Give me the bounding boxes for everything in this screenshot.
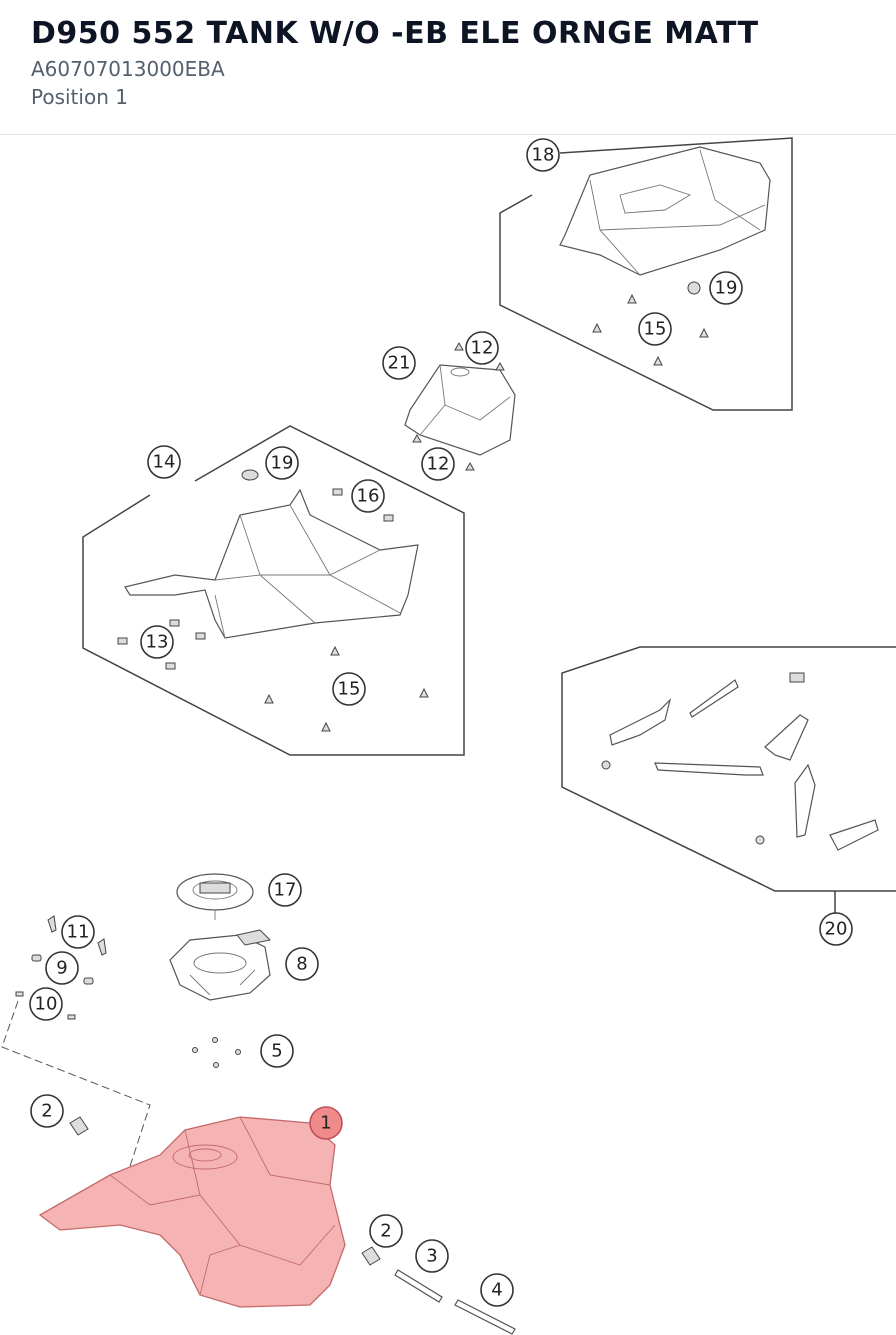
callout-19-top[interactable]: 19: [709, 271, 743, 305]
callout-3[interactable]: 3: [415, 1239, 449, 1273]
svg-text:16: 16: [357, 486, 380, 507]
callout-17[interactable]: 17: [268, 873, 302, 907]
callout-2-left[interactable]: 2: [30, 1094, 64, 1128]
svg-text:15: 15: [338, 679, 361, 700]
svg-text:19: 19: [271, 453, 294, 474]
svg-text:3: 3: [426, 1246, 437, 1267]
svg-text:12: 12: [471, 338, 494, 359]
callout-8[interactable]: 8: [285, 947, 319, 981]
position-label: Position 1: [31, 85, 128, 109]
svg-text:19: 19: [715, 278, 738, 299]
svg-text:21: 21: [388, 353, 411, 374]
svg-text:5: 5: [271, 1041, 282, 1062]
svg-text:20: 20: [825, 919, 848, 940]
hardware-small-parts: [1, 915, 241, 1204]
svg-text:8: 8: [296, 954, 307, 975]
group-14-rider-seat: [82, 425, 465, 756]
callout-16[interactable]: 16: [351, 479, 385, 513]
callout-20[interactable]: 20: [819, 912, 853, 946]
svg-text:17: 17: [274, 880, 297, 901]
svg-text:10: 10: [35, 994, 58, 1015]
part-number: A60707013000EBA: [31, 57, 225, 81]
hardware-grommets-tubes: [69, 1116, 516, 1335]
svg-text:14: 14: [153, 452, 176, 473]
callout-1-selected[interactable]: 1: [309, 1106, 343, 1140]
svg-text:13: 13: [146, 632, 169, 653]
part-1-fuel-tank[interactable]: [38, 1116, 346, 1308]
svg-text:12: 12: [427, 454, 450, 475]
svg-text:2: 2: [380, 1221, 391, 1242]
callout-4[interactable]: 4: [480, 1273, 514, 1307]
exploded-parts-diagram: 18 19 15 12 21 12 14 19 16 13 15 20 17 1…: [0, 135, 896, 1335]
callout-15-top[interactable]: 15: [638, 312, 672, 346]
svg-text:15: 15: [644, 319, 667, 340]
group-21-bracket: [404, 341, 516, 471]
callout-12-bottom[interactable]: 12: [421, 447, 455, 481]
group-18-pillion-seat: [499, 137, 793, 411]
callout-12-top[interactable]: 12: [465, 331, 499, 365]
svg-text:9: 9: [56, 958, 67, 979]
callout-2-right[interactable]: 2: [369, 1214, 403, 1248]
svg-text:18: 18: [532, 145, 555, 166]
svg-text:2: 2: [41, 1101, 52, 1122]
group-17-8-filler-cap: [169, 873, 272, 1001]
page-header: D950 552 TANK W/O -EB ELE ORNGE MATT A60…: [0, 0, 896, 135]
callout-11[interactable]: 11: [61, 915, 95, 949]
callout-5[interactable]: 5: [260, 1034, 294, 1068]
group-20-side-trims: [561, 646, 896, 917]
callout-14[interactable]: 14: [147, 445, 181, 479]
callout-18[interactable]: 18: [526, 138, 560, 172]
page-title: D950 552 TANK W/O -EB ELE ORNGE MATT: [31, 16, 759, 51]
svg-text:11: 11: [67, 922, 90, 943]
callout-9[interactable]: 9: [45, 951, 79, 985]
callout-13[interactable]: 13: [140, 625, 174, 659]
svg-text:1: 1: [320, 1113, 331, 1134]
callout-10[interactable]: 10: [29, 987, 63, 1021]
callout-21[interactable]: 21: [382, 346, 416, 380]
callout-15-middle[interactable]: 15: [332, 672, 366, 706]
callout-19-middle[interactable]: 19: [265, 446, 299, 480]
svg-text:4: 4: [491, 1280, 502, 1301]
